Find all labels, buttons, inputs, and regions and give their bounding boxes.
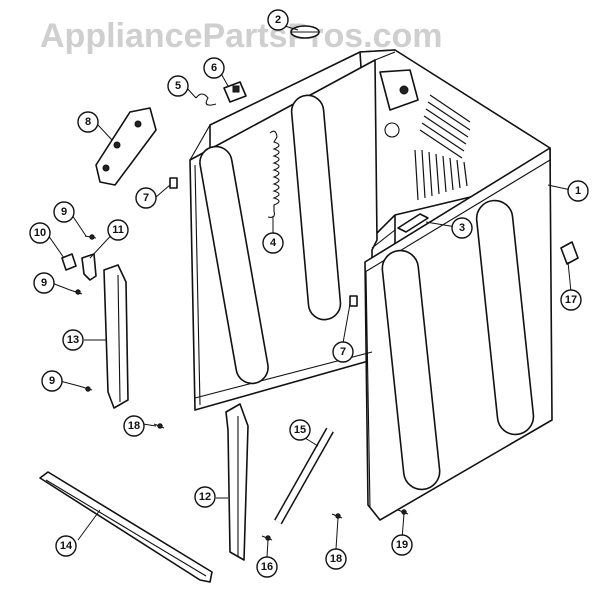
svg-text:15: 15 bbox=[294, 424, 306, 436]
interior-ribs bbox=[414, 149, 468, 201]
part-14-strip bbox=[39, 471, 213, 583]
callout-19: 19 bbox=[391, 534, 413, 556]
callout-9-bottom: 9 bbox=[41, 370, 63, 392]
vent-grille bbox=[419, 94, 471, 159]
part-2-clip bbox=[290, 25, 320, 39]
callout-9-top: 9 bbox=[53, 201, 75, 223]
part-3-strip bbox=[397, 213, 429, 233]
svg-text:3: 3 bbox=[459, 222, 465, 234]
callout-8: 8 bbox=[77, 111, 99, 133]
part-15-rod bbox=[274, 427, 334, 525]
callout-14: 14 bbox=[55, 535, 77, 557]
svg-text:6: 6 bbox=[211, 62, 217, 74]
part-10-switch bbox=[61, 253, 77, 271]
watermark: AppliancePartsPros.com bbox=[40, 17, 442, 55]
cabinet bbox=[189, 49, 553, 521]
svg-text:11: 11 bbox=[112, 224, 124, 236]
svg-text:19: 19 bbox=[396, 539, 408, 551]
part-8-bracket bbox=[95, 107, 157, 186]
callout-15: 15 bbox=[289, 419, 311, 441]
part-17-clip bbox=[560, 241, 579, 265]
svg-text:7: 7 bbox=[143, 192, 149, 204]
part-6-bracket bbox=[223, 81, 247, 103]
callout-3: 3 bbox=[451, 217, 473, 239]
svg-text:9: 9 bbox=[49, 375, 55, 387]
part-12-brace bbox=[225, 403, 249, 561]
svg-text:18: 18 bbox=[330, 553, 342, 565]
part-7-clip-upper bbox=[169, 177, 178, 189]
part-18-screw-a bbox=[153, 423, 165, 429]
part-13-brace bbox=[103, 264, 129, 409]
svg-text:5: 5 bbox=[175, 80, 181, 92]
callout-1: 1 bbox=[567, 180, 589, 202]
part-9-screw-c bbox=[78, 385, 93, 392]
svg-text:9: 9 bbox=[41, 277, 47, 289]
callout-5: 5 bbox=[167, 75, 189, 97]
svg-text:17: 17 bbox=[565, 294, 577, 306]
svg-text:9: 9 bbox=[61, 206, 67, 218]
callout-18-right: 18 bbox=[325, 548, 347, 570]
svg-text:2: 2 bbox=[275, 14, 281, 26]
svg-text:7: 7 bbox=[340, 346, 346, 358]
part-11-bracket bbox=[81, 253, 97, 281]
part-5-wire bbox=[195, 93, 217, 106]
svg-text:8: 8 bbox=[85, 116, 91, 128]
callout-2: 2 bbox=[267, 9, 289, 31]
svg-text:10: 10 bbox=[34, 227, 46, 239]
svg-text:1: 1 bbox=[575, 185, 581, 197]
callout-6: 6 bbox=[203, 57, 225, 79]
callout-12: 12 bbox=[194, 486, 216, 508]
part-19-screw bbox=[397, 509, 409, 515]
callout-11: 11 bbox=[107, 219, 129, 241]
svg-text:12: 12 bbox=[199, 491, 211, 503]
callout-4: 4 bbox=[262, 232, 284, 254]
svg-text:18: 18 bbox=[128, 420, 140, 432]
callout-7-lower: 7 bbox=[332, 341, 354, 363]
svg-text:4: 4 bbox=[270, 237, 277, 249]
svg-text:13: 13 bbox=[67, 334, 79, 346]
callout-7-upper: 7 bbox=[135, 187, 157, 209]
part-4-spring bbox=[267, 130, 280, 218]
callout-9-middle: 9 bbox=[33, 272, 55, 294]
part-16-screw bbox=[261, 535, 273, 541]
callout-16: 16 bbox=[256, 556, 278, 578]
callout-18-left: 18 bbox=[123, 415, 145, 437]
callout-13: 13 bbox=[62, 329, 84, 351]
callout-17: 17 bbox=[560, 289, 582, 311]
part-9-screw-a bbox=[84, 234, 97, 240]
callout-10: 10 bbox=[29, 222, 51, 244]
part-7-clip-lower bbox=[349, 295, 358, 307]
part-18-screw-b bbox=[331, 513, 343, 519]
svg-text:14: 14 bbox=[60, 540, 73, 552]
svg-text:16: 16 bbox=[261, 561, 273, 573]
part-9-screw-b bbox=[69, 289, 83, 295]
